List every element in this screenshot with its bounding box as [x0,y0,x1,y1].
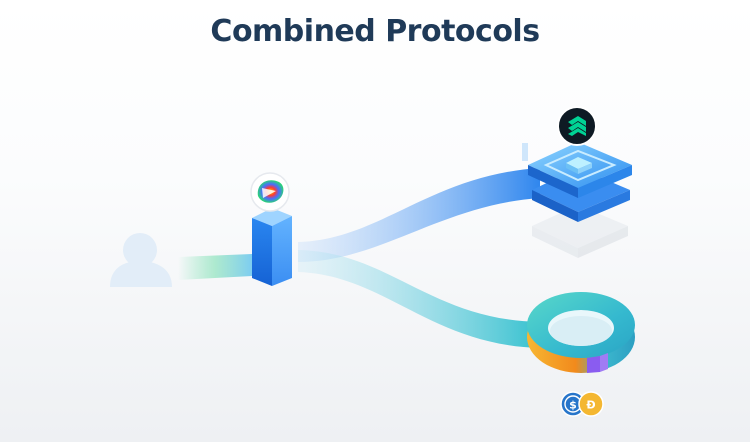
flow-stream-top [298,168,540,262]
flow-stream-bottom [298,250,540,348]
source-pillar [252,208,292,286]
compound-logo-icon [557,106,597,146]
dai-coin-icon: Đ [578,391,604,417]
user-flow-stream [178,254,252,280]
svg-text:$: $ [569,399,577,412]
svg-text:Đ: Đ [586,399,595,412]
compound-platform [522,142,632,222]
platform-reflection [532,205,628,258]
page-title: Combined Protocols [210,14,540,49]
user-silhouette-icon [110,233,172,287]
curve-logo-icon [250,172,290,212]
lending-ring [527,292,635,373]
